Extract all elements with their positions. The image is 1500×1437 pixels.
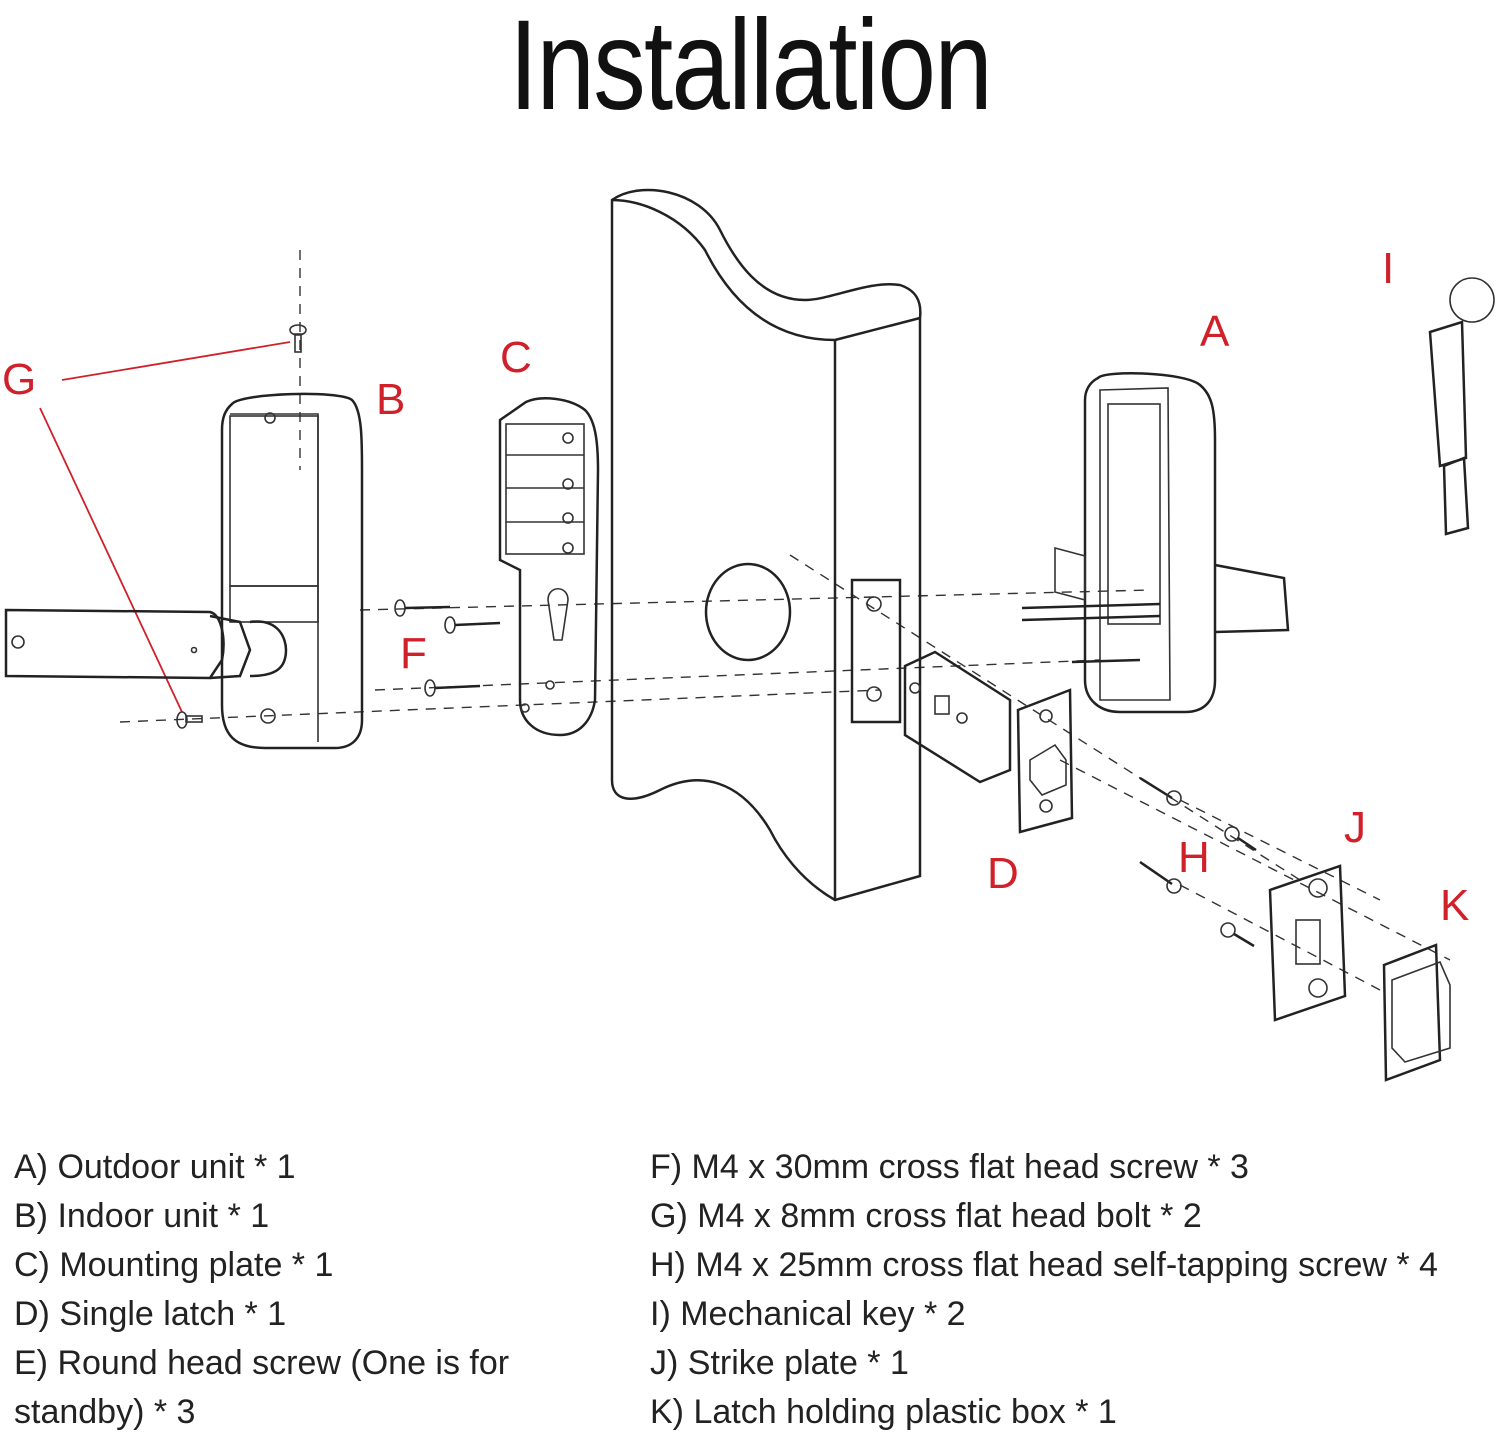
legend-item-f: F) M4 x 30mm cross flat head screw * 3 xyxy=(650,1148,1249,1186)
outdoor-unit-a xyxy=(1021,372,1290,714)
legend-item-h: H) M4 x 25mm cross flat head self-tappin… xyxy=(650,1246,1438,1284)
mounting-plate-c xyxy=(498,397,600,737)
parts-legend-right: F) M4 x 30mm cross flat head screw * 3 G… xyxy=(650,1143,1500,1437)
mechanical-key-i xyxy=(1428,277,1495,536)
legend-item-g: G) M4 x 8mm cross flat head bolt * 2 xyxy=(650,1197,1202,1235)
single-latch-d xyxy=(903,650,1074,834)
strike-plate-j xyxy=(1268,864,1347,1022)
g-leader-lines xyxy=(39,341,291,713)
legend-item-a: A) Outdoor unit * 1 xyxy=(14,1148,296,1186)
legend-item-e: E) Round head screw (One is for standby)… xyxy=(14,1344,510,1431)
exploded-installation-diagram: A B C D F G H I J K xyxy=(2,188,1495,1082)
label-i: I xyxy=(1382,244,1394,293)
legend-item-b: B) Indoor unit * 1 xyxy=(14,1197,270,1235)
label-g: G xyxy=(2,355,36,404)
legend-item-k: K) Latch holding plastic box * 1 xyxy=(650,1393,1117,1431)
door-slab xyxy=(610,188,922,902)
h-screws xyxy=(1139,776,1257,948)
label-f: F xyxy=(400,629,427,678)
alignment-lines xyxy=(119,250,1451,991)
label-b: B xyxy=(376,375,405,424)
parts-legend-left: A) Outdoor unit * 1 B) Indoor unit * 1 C… xyxy=(14,1143,574,1437)
indoor-unit-b xyxy=(4,392,364,750)
label-k: K xyxy=(1440,881,1469,930)
label-h: H xyxy=(1178,833,1210,882)
legend-item-c: C) Mounting plate * 1 xyxy=(14,1246,334,1284)
label-a: A xyxy=(1200,307,1230,356)
page-title: Installation xyxy=(508,0,993,137)
g-screws xyxy=(176,324,307,729)
legend-item-i: I) Mechanical key * 2 xyxy=(650,1295,966,1333)
latch-box-k xyxy=(1382,943,1451,1082)
legend-item-j: J) Strike plate * 1 xyxy=(650,1344,909,1382)
label-c: C xyxy=(500,333,532,382)
label-d: D xyxy=(987,849,1019,898)
legend-item-d: D) Single latch * 1 xyxy=(14,1295,287,1333)
label-j: J xyxy=(1344,803,1366,852)
f-screws xyxy=(394,599,501,697)
